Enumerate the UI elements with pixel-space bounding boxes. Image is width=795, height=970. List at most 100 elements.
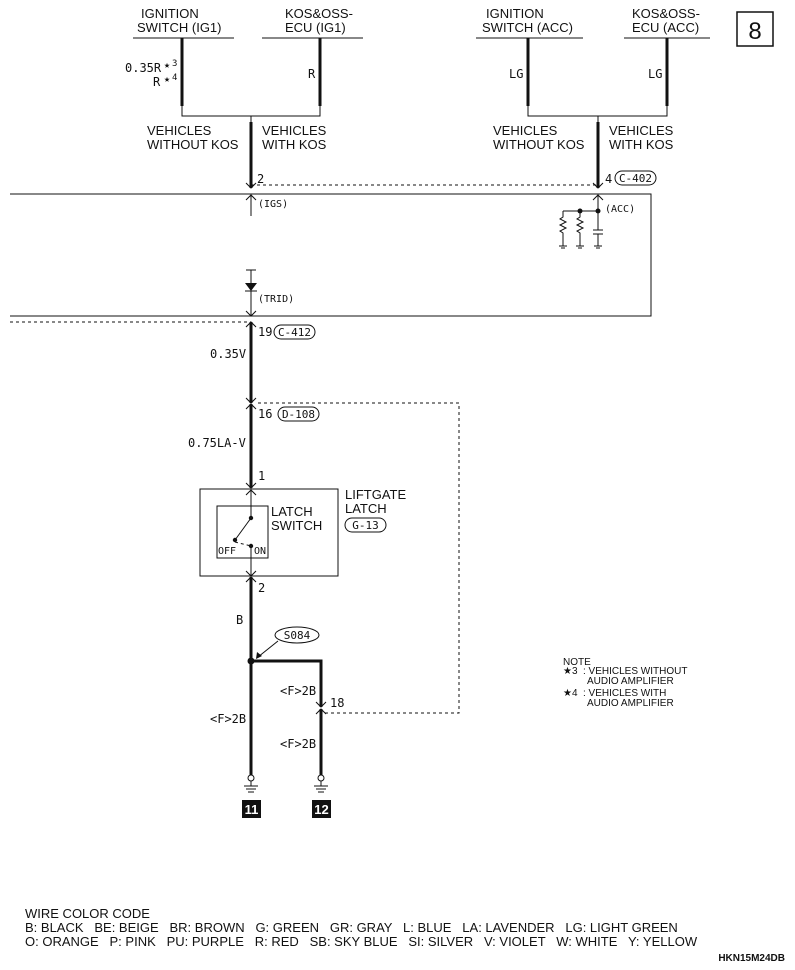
color-code-line: B: BLACK BE: BEIGE BR: BROWN G: GREEN GR… [25, 920, 678, 935]
connector-badge [277, 406, 320, 422]
note-title: NOTE [563, 657, 591, 668]
diode-symbol [245, 283, 257, 291]
leader-arrow [256, 652, 262, 659]
wire-color-label: 0.75LA-V [188, 436, 246, 450]
ground-badge [242, 800, 261, 818]
vehicle-label: WITHOUT KOS [147, 137, 239, 152]
page-number: 8 [748, 18, 761, 45]
star-note-mark: ★ [164, 74, 170, 85]
note-text: AUDIO AMPLIFIER [587, 698, 674, 709]
option-bracket-left [181, 106, 321, 117]
label-line: SWITCH (IG1) [137, 20, 222, 35]
wire-color-label: R [153, 75, 161, 89]
option-bracket-right [527, 106, 668, 117]
connector-arrow [315, 701, 327, 708]
splice-badge [274, 626, 320, 644]
wire-color-label: LG [509, 67, 523, 81]
splice-label: S084 [284, 629, 311, 642]
page-number-box [736, 11, 774, 47]
connector-arrow [245, 482, 257, 489]
pin-number: 18 [330, 696, 344, 710]
vehicle-label: VEHICLES [609, 123, 674, 138]
ground-symbol [559, 245, 602, 249]
connector-arrow [245, 182, 257, 189]
star-note-number: 4 [172, 73, 177, 83]
component-name: LATCH [345, 501, 387, 516]
label-line: ECU (ACC) [632, 20, 699, 35]
switch-label: SWITCH [271, 518, 322, 533]
switch-off-label: OFF [218, 546, 236, 557]
switch-blade [234, 517, 252, 541]
connector-label: C-402 [619, 172, 652, 185]
connector-badge [344, 517, 387, 533]
connector-badge [614, 170, 657, 186]
switch-contact [232, 537, 238, 543]
ground-symbol-11 [244, 774, 258, 793]
connector-label: G-13 [352, 519, 379, 532]
wire-color-label: <F>2B [280, 737, 316, 751]
pin-number: 19 [258, 325, 272, 339]
label-line: ECU (IG1) [285, 20, 346, 35]
latch-switch-box [216, 505, 269, 559]
dashed-link [258, 402, 460, 714]
wire-color-label: <F>2B [210, 712, 246, 726]
pin-number: 4 [605, 172, 612, 186]
ground-symbol-12 [314, 774, 328, 793]
label-line: IGNITION [486, 6, 544, 21]
label-ignition-switch-acc: IGNITION SWITCH (ACC) [476, 6, 583, 39]
ground-number: 12 [314, 802, 328, 817]
switch-on-label: ON [254, 546, 266, 557]
wire-color-label: R [308, 67, 316, 81]
document-code: HKN15M24DB [718, 953, 785, 964]
wire-splice-branch [251, 659, 323, 707]
note-text: : VEHICLES WITH [583, 688, 666, 699]
label-ignition-switch-ig1: IGNITION SWITCH (IG1) [133, 6, 234, 39]
label-kos-ecu-acc: KOS&OSS- ECU (ACC) [624, 6, 710, 39]
wire-color-label: LG [648, 67, 662, 81]
color-code-title: WIRE COLOR CODE [25, 906, 150, 921]
liftgate-latch-box [199, 488, 339, 577]
connector-arrow [245, 570, 257, 577]
internal-circuit [558, 210, 603, 246]
note-text: AUDIO AMPLIFIER [587, 676, 674, 687]
vehicle-label: VEHICLES [493, 123, 558, 138]
wire-color-label: B [236, 613, 243, 627]
label-line: KOS&OSS- [285, 6, 353, 21]
vehicle-label: WITHOUT KOS [493, 137, 585, 152]
connector-arrow [245, 397, 257, 404]
star-note-number: 3 [172, 59, 177, 69]
color-code-line: O: ORANGE P: PINK PU: PURPLE R: RED SB: … [25, 934, 698, 949]
vehicle-label: VEHICLES [147, 123, 212, 138]
vehicle-label: VEHICLES [262, 123, 327, 138]
label-line: KOS&OSS- [632, 6, 700, 21]
ground-number: 11 [245, 802, 259, 817]
pin-number: 16 [258, 407, 272, 421]
signal-label: (IGS) [258, 199, 288, 210]
label-line: IGNITION [141, 6, 199, 21]
pin-number: 2 [258, 581, 265, 595]
note-star: ★3 [563, 666, 578, 677]
label-line: SWITCH (ACC) [482, 20, 573, 35]
vehicle-label: WITH KOS [262, 137, 327, 152]
connector-label: D-108 [282, 408, 315, 421]
connector-arrow [245, 310, 257, 317]
note-text: : VEHICLES WITHOUT [583, 666, 687, 677]
wire-color-label: 0.35V [210, 347, 246, 361]
connector-badge [273, 324, 316, 340]
vehicle-label: WITH KOS [609, 137, 674, 152]
ground-badge [312, 800, 331, 818]
switch-label: LATCH [271, 504, 313, 519]
connector-label: C-412 [278, 326, 311, 339]
pin-number: 1 [258, 469, 265, 483]
star-note-mark: ★ [164, 60, 170, 71]
signal-label: (TRID) [258, 294, 294, 305]
label-kos-ecu-ig1: KOS&OSS- ECU (IG1) [262, 6, 363, 39]
signal-label: (ACC) [605, 204, 635, 215]
wire-color-label: 0.35R [125, 61, 162, 75]
pin-number: 2 [257, 172, 264, 186]
ecu-outline [10, 193, 652, 317]
component-name: LIFTGATE [345, 487, 406, 502]
wire-color-label: <F>2B [280, 684, 316, 698]
note-star: ★4 [563, 688, 578, 699]
